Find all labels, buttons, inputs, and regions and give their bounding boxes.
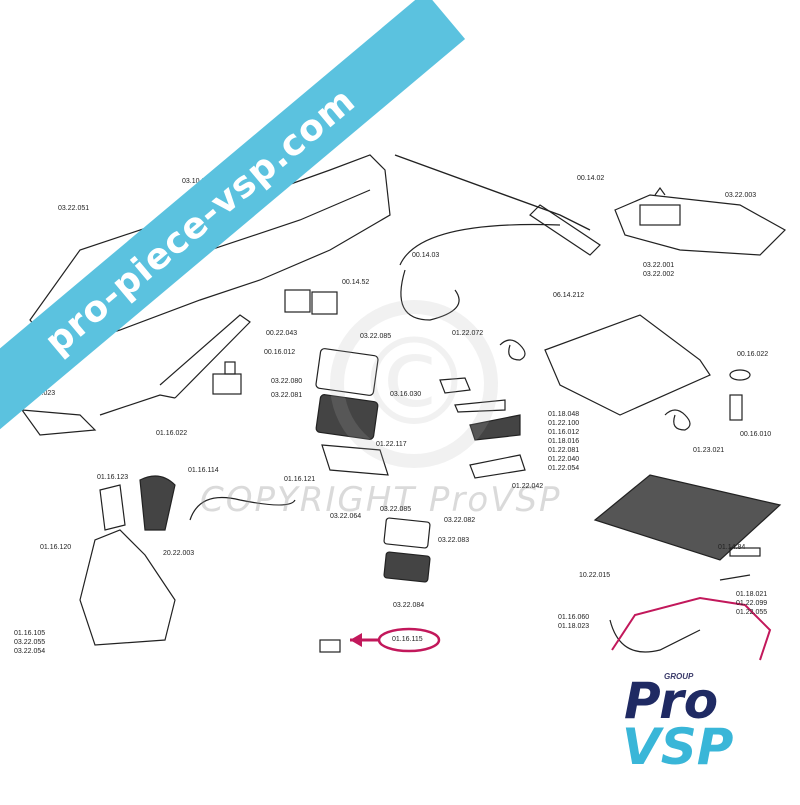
part-callout: 01.16.022 <box>156 430 188 437</box>
logo-pro-text: Pro <box>624 672 719 730</box>
logo-vsp-text: VSP <box>622 718 734 776</box>
part-callout: 01.16.120 <box>40 544 72 551</box>
part-callout: 01.16.121 <box>284 476 316 483</box>
part-callout: 03.22.064 <box>330 513 362 520</box>
part-callout: 01.23.021 <box>693 447 725 454</box>
part-callout: 20.22.003 <box>163 550 195 557</box>
part-callout: 01.16.114 <box>188 467 219 474</box>
part-callout: 00.16.012 <box>264 349 296 356</box>
handbrake-part <box>159 314 251 399</box>
part-callout: 03.22.080 <box>271 378 303 385</box>
cable-part <box>609 619 701 653</box>
part-callout: 01.22.055 <box>736 609 768 616</box>
part-callout: 01.22.099 <box>736 600 768 607</box>
spring-part <box>499 339 526 361</box>
part-callout: 01.16.060 <box>558 614 590 621</box>
floor-mat-part <box>593 474 782 561</box>
part-callout: 03.22.003 <box>725 192 757 199</box>
part-callout: 00.22.043 <box>266 330 298 337</box>
part-callout: 01.16.115 <box>392 636 423 643</box>
part-callout: 01.16.012 <box>548 429 580 436</box>
sensor-part <box>212 373 242 395</box>
part-callout: 03.22.081 <box>271 392 303 399</box>
part-callout: 03.22.001 <box>643 262 675 269</box>
part-callout: 03.22.002 <box>643 271 675 278</box>
part-callout: 00.16.010 <box>740 431 772 438</box>
pedal-box-part <box>544 314 711 416</box>
sun-visor-part <box>614 194 786 256</box>
part-callout: 03.22.084 <box>393 602 425 609</box>
part-callout: 03.22.083 <box>438 537 470 544</box>
part-callout: 03.22.051 <box>58 205 90 212</box>
part-callout: 01.22.100 <box>548 420 580 427</box>
copyright-symbol-watermark: © <box>330 300 498 468</box>
part-callout: 01.18.021 <box>736 591 768 598</box>
part-callout: 01.22.042 <box>512 483 544 490</box>
logo-group-text: GROUP <box>664 672 694 681</box>
part-callout: 03.22.085 <box>380 506 412 513</box>
part-callout: 01.22.117 <box>376 441 407 448</box>
part-callout: 01.18.016 <box>548 438 580 445</box>
copyright-watermark: COPYRIGHT ProVSP <box>200 480 562 520</box>
part-callout: 01.14.84 <box>718 544 746 551</box>
part-callout: 01.22.054 <box>548 465 580 472</box>
part-callout: 01.22.072 <box>452 330 484 337</box>
part-callout: 03.22.055 <box>14 639 46 646</box>
microswitch-part <box>319 639 341 653</box>
bracket-part <box>20 409 97 436</box>
part-callout: 06.14.212 <box>553 292 585 299</box>
part-callout: 00.14.52 <box>342 279 370 286</box>
part-callout: 01.18.048 <box>548 411 580 418</box>
switch-part <box>284 289 311 313</box>
part-callout: 01.22.040 <box>548 456 580 463</box>
part-callout: 01.18.023 <box>558 623 590 630</box>
logo-car-outline <box>611 596 772 661</box>
gear-gaiter-part <box>79 529 176 646</box>
part-callout: 01.16.105 <box>14 630 46 637</box>
highlight-circle <box>377 627 441 653</box>
part-callout: 03.22.054 <box>14 648 46 655</box>
part-callout: 00.14.03 <box>412 252 440 259</box>
provsp-logo: GROUP Pro VSP <box>612 650 782 780</box>
part-callout: 03.22.085 <box>360 333 392 340</box>
part-callout: 10.22.015 <box>579 572 611 579</box>
antenna-part <box>394 154 591 231</box>
part-callout: 01.22.081 <box>548 447 580 454</box>
part-callout: 03.22.082 <box>444 517 476 524</box>
part-callout: 00.14.02 <box>577 175 605 182</box>
part-callout: 00.16.022 <box>737 351 769 358</box>
part-callout: 01.16.123 <box>97 474 129 481</box>
part-callout: 03.16.030 <box>390 391 422 398</box>
